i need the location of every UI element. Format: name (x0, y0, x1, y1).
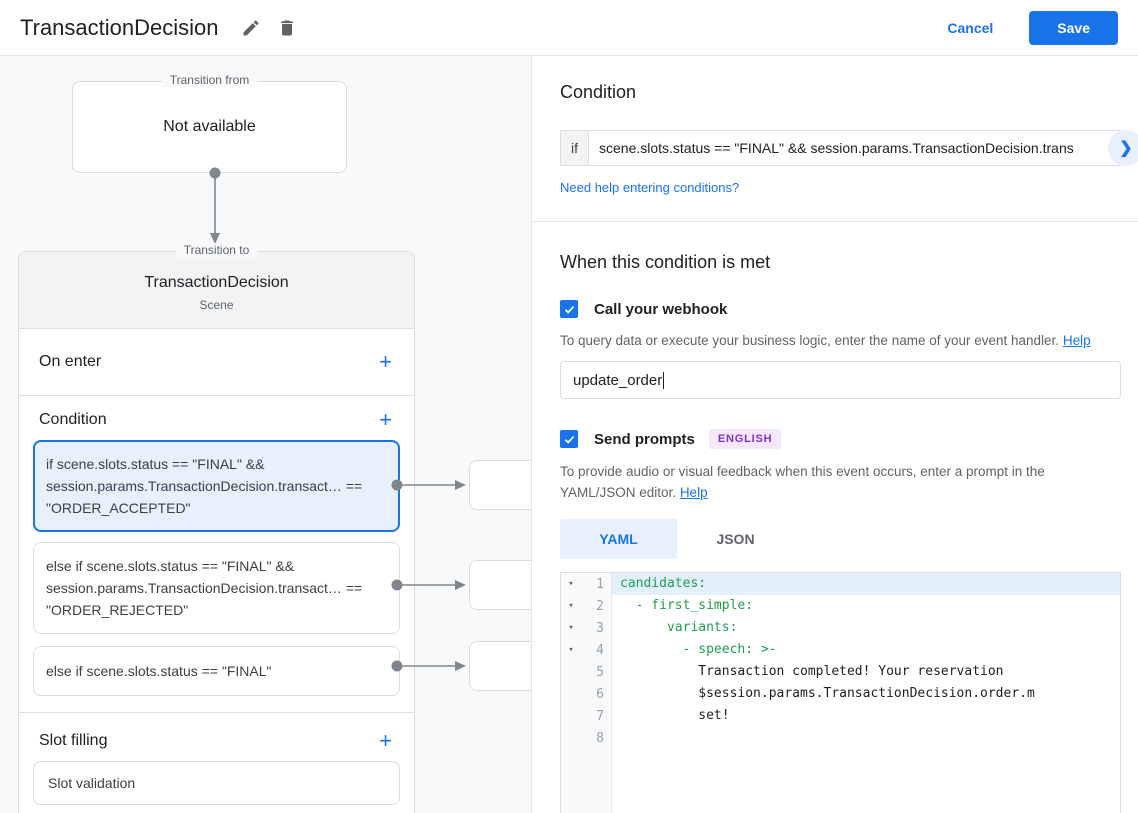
save-button[interactable]: Save (1029, 10, 1118, 45)
transition-target-node-2[interactable] (469, 560, 531, 610)
checkmark-icon (563, 303, 576, 316)
if-prefix-label: if (560, 130, 588, 166)
transition-target-node-1[interactable] (469, 460, 531, 510)
editor-format-tabs: YAML JSON (560, 519, 1121, 559)
page-title: TransactionDecision (20, 14, 219, 40)
fold-toggle-icon[interactable]: ▾ (568, 601, 574, 611)
line-number: 7 (596, 708, 604, 724)
edit-title-button[interactable] (237, 14, 265, 42)
prompts-helper-body: To provide audio or visual feedback when… (560, 464, 1045, 500)
slot-validation-item[interactable]: Slot validation (33, 761, 400, 805)
fold-toggle-icon[interactable]: ▾ (568, 623, 574, 633)
checkmark-icon (563, 433, 576, 446)
code-line: Transaction completed! Your reservation (620, 664, 1004, 679)
delete-scene-button[interactable] (273, 14, 301, 42)
language-badge: ENGLISH (708, 429, 782, 449)
condition-item-rejected[interactable]: else if scene.slots.status == "FINAL" &&… (33, 542, 400, 634)
code-line: $session.params.TransactionDecision.orde… (620, 686, 1035, 701)
line-number: 1 (596, 576, 604, 592)
event-handler-input[interactable]: update_order (560, 361, 1121, 399)
transition-from-legend: Transition from (161, 73, 258, 87)
top-bar: TransactionDecision Cancel Save (0, 0, 1138, 56)
prompts-label: Send prompts (594, 430, 695, 448)
line-number: 8 (596, 730, 604, 746)
transition-to-legend: Transition to (175, 243, 258, 257)
scene-type-label: Scene (199, 298, 234, 312)
transition-to-card: Transition to TransactionDecision Scene … (18, 243, 415, 813)
prompts-help-link[interactable]: Help (679, 485, 708, 500)
text-cursor (663, 371, 665, 389)
webhook-label: Call your webhook (594, 300, 728, 318)
main-content: Transition from Not available Transition… (0, 56, 1138, 813)
condition-section-header: Condition + (19, 408, 414, 432)
webhook-helper-body: To query data or execute your business l… (560, 333, 1060, 348)
scene-name: TransactionDecision (144, 274, 289, 291)
prompts-checkbox[interactable] (560, 430, 578, 448)
line-number: 6 (596, 686, 604, 702)
on-enter-section: On enter + (19, 329, 414, 396)
tab-yaml[interactable]: YAML (560, 519, 677, 559)
transition-from-box[interactable]: Transition from Not available (72, 73, 347, 173)
yaml-code-editor[interactable]: ▾ 1 ▾ 2 ▾ 3 ▾ 4 5 6 7 8 candidates: - first_… (560, 572, 1121, 813)
tab-json[interactable]: JSON (716, 531, 755, 547)
condition-expression-input[interactable] (588, 130, 1121, 166)
webhook-helper-text: To query data or execute your business l… (560, 330, 1121, 351)
code-line: - speech: >- (620, 642, 777, 657)
slot-filling-header: Slot filling + (19, 729, 414, 753)
fold-toggle-icon[interactable]: ▾ (568, 645, 574, 655)
condition-label: Condition (39, 411, 107, 428)
condition-detail-panel: ❯ Condition if Need help entering condit… (531, 56, 1138, 813)
code-line: - first_simple: (620, 598, 754, 613)
slot-filling-label: Slot filling (39, 732, 108, 749)
pencil-icon (241, 18, 261, 38)
code-line: set! (620, 708, 730, 723)
add-on-enter-button[interactable]: + (379, 349, 392, 374)
condition-heading-row: Condition (560, 82, 1121, 103)
add-condition-button[interactable]: + (379, 407, 392, 432)
line-number: 5 (596, 664, 604, 680)
editor-gutter: ▾ 1 ▾ 2 ▾ 3 ▾ 4 5 6 7 8 (561, 573, 612, 813)
line-number: 2 (596, 598, 604, 614)
prompts-helper-text: To provide audio or visual feedback when… (560, 461, 1121, 503)
chevron-right-icon: ❯ (1119, 140, 1133, 157)
event-handler-value: update_order (573, 371, 663, 389)
condition-expression-row: if (560, 130, 1121, 166)
transition-from-value: Not available (163, 118, 256, 135)
line-number: 4 (596, 642, 604, 658)
trash-icon (277, 18, 297, 38)
webhook-checkbox[interactable] (560, 300, 578, 318)
on-enter-label: On enter (39, 353, 102, 370)
condition-item-final[interactable]: else if scene.slots.status == "FINAL" (33, 646, 400, 696)
when-met-heading: When this condition is met (560, 252, 771, 272)
fold-toggle-icon[interactable]: ▾ (568, 579, 574, 589)
scene-diagram-canvas: Transition from Not available Transition… (0, 56, 531, 813)
code-line: variants: (620, 620, 738, 635)
panel-divider (532, 221, 1138, 222)
condition-heading: Condition (560, 82, 637, 102)
add-slot-button[interactable]: + (379, 728, 392, 753)
line-number: 3 (596, 620, 604, 636)
code-line (612, 727, 1120, 749)
transition-target-node-3[interactable] (469, 641, 531, 691)
condition-item-accepted[interactable]: if scene.slots.status == "FINAL" && sess… (33, 440, 400, 532)
condition-section: Condition + if scene.slots.status == "FI… (19, 396, 414, 713)
editor-code-area[interactable]: candidates: - first_simple: variants: - … (612, 573, 1120, 813)
slot-filling-section: Slot filling + Slot validation (19, 713, 414, 805)
code-line: candidates: (612, 573, 1120, 595)
condition-help-link[interactable]: Need help entering conditions? (560, 180, 740, 195)
prompts-checkbox-row: Send prompts ENGLISH (560, 429, 1121, 449)
cancel-button[interactable]: Cancel (947, 19, 994, 36)
webhook-checkbox-row: Call your webhook (560, 300, 1121, 318)
collapse-panel-button[interactable]: ❯ (1108, 130, 1138, 166)
webhook-help-link[interactable]: Help (1062, 333, 1091, 348)
scene-card-header[interactable]: TransactionDecision Scene (19, 252, 414, 329)
